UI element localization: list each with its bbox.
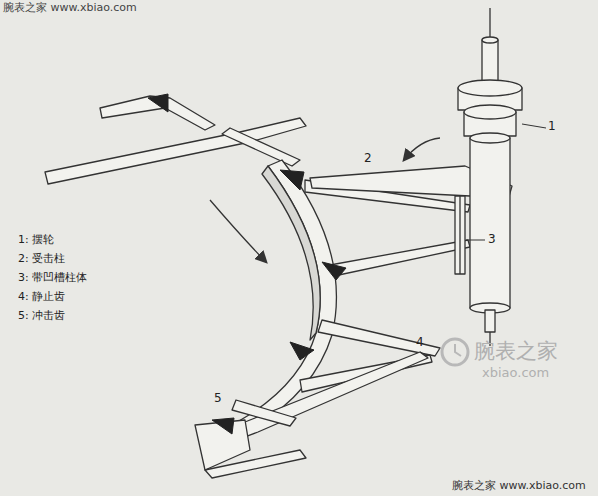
legend-item: 2: 受击柱 [18, 253, 65, 265]
callout-number: 1 [548, 120, 556, 133]
watermark: 腕表之家 [474, 340, 558, 363]
callout-number: 5 [214, 392, 222, 405]
legend-item: 5: 冲击齿 [18, 310, 65, 322]
legend-item: 4: 静止齿 [18, 291, 65, 303]
legend-item: 3: 带凹槽柱体 [18, 272, 87, 284]
watermark: xbiao.com [482, 366, 549, 380]
watermark: 腕表之家 www.xbiao.com [3, 2, 137, 14]
watermark: 腕表之家 www.xbiao.com [452, 480, 586, 492]
callout-number: 3 [488, 233, 496, 246]
callout-number: 2 [364, 152, 372, 165]
callout-number: 4 [416, 336, 424, 349]
legend-item: 1: 摆轮 [18, 234, 54, 246]
